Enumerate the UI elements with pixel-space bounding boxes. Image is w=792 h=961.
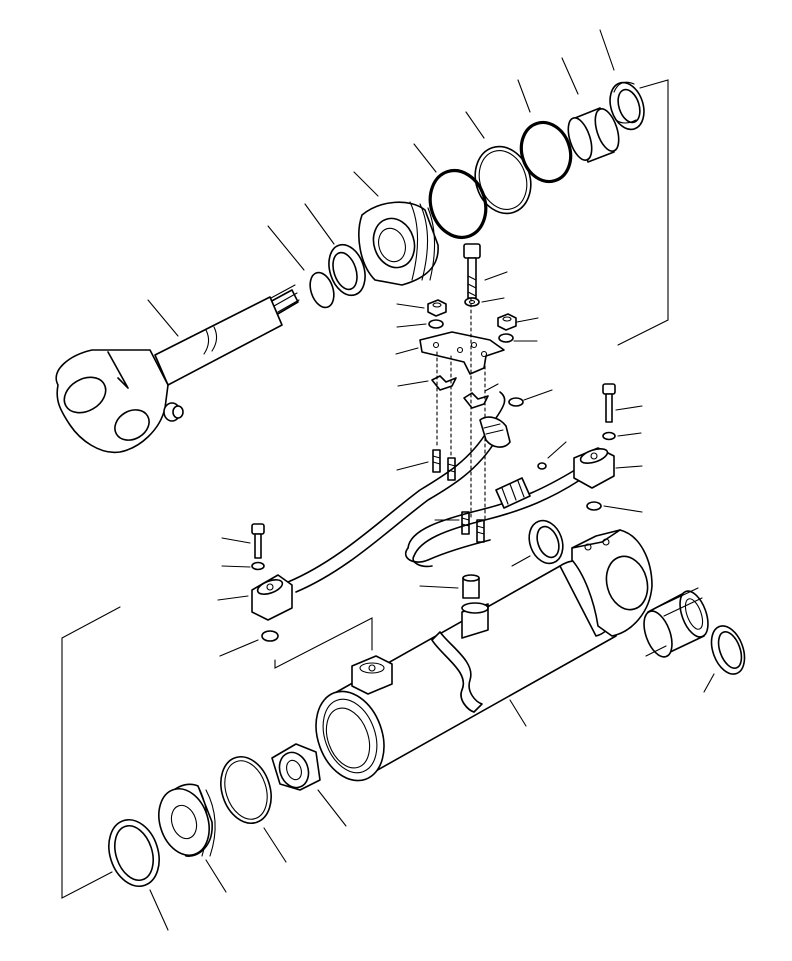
bolt bbox=[221, 523, 265, 559]
hydraulic-tube bbox=[287, 391, 511, 593]
washer bbox=[396, 319, 444, 329]
port-o-ring bbox=[508, 389, 553, 407]
tube-flange bbox=[217, 574, 293, 621]
tube-clip bbox=[397, 375, 499, 409]
washer bbox=[498, 333, 538, 343]
piston-nut bbox=[271, 743, 347, 827]
snap-ring bbox=[267, 225, 335, 309]
piston-seal bbox=[108, 819, 169, 931]
clamp-plate bbox=[395, 331, 505, 375]
cylinder-tube bbox=[315, 529, 653, 782]
washer bbox=[464, 297, 505, 307]
wiper-ring bbox=[599, 29, 645, 131]
head-seal-ring bbox=[517, 79, 573, 184]
wiper-ring bbox=[511, 519, 564, 567]
nut bbox=[497, 313, 539, 331]
rod-bushing bbox=[561, 57, 620, 163]
spacer-collar bbox=[419, 574, 480, 599]
clamp-guide-lines bbox=[436, 297, 486, 521]
end-bushing bbox=[643, 587, 709, 658]
end-dust-seal bbox=[703, 625, 746, 693]
bolt bbox=[463, 243, 508, 299]
hydraulic-tube bbox=[404, 469, 581, 568]
piston bbox=[158, 783, 227, 893]
cylinder-rod bbox=[55, 284, 300, 454]
port-o-ring bbox=[586, 501, 643, 513]
cylinder-head bbox=[353, 171, 439, 286]
assembly-line-port bbox=[274, 617, 373, 669]
tube-flange bbox=[573, 447, 643, 489]
dust-seal bbox=[304, 203, 366, 297]
port-o-ring bbox=[537, 441, 567, 470]
washer bbox=[602, 431, 642, 441]
port-o-ring bbox=[219, 630, 279, 657]
bolt bbox=[602, 383, 643, 423]
washer bbox=[221, 561, 265, 571]
piston-wear-ring bbox=[220, 756, 287, 863]
stud bbox=[396, 449, 456, 481]
o-ring bbox=[413, 143, 488, 239]
assembly-line-left bbox=[61, 606, 121, 899]
nut bbox=[396, 299, 447, 317]
assembly-line-top-right bbox=[617, 79, 669, 346]
